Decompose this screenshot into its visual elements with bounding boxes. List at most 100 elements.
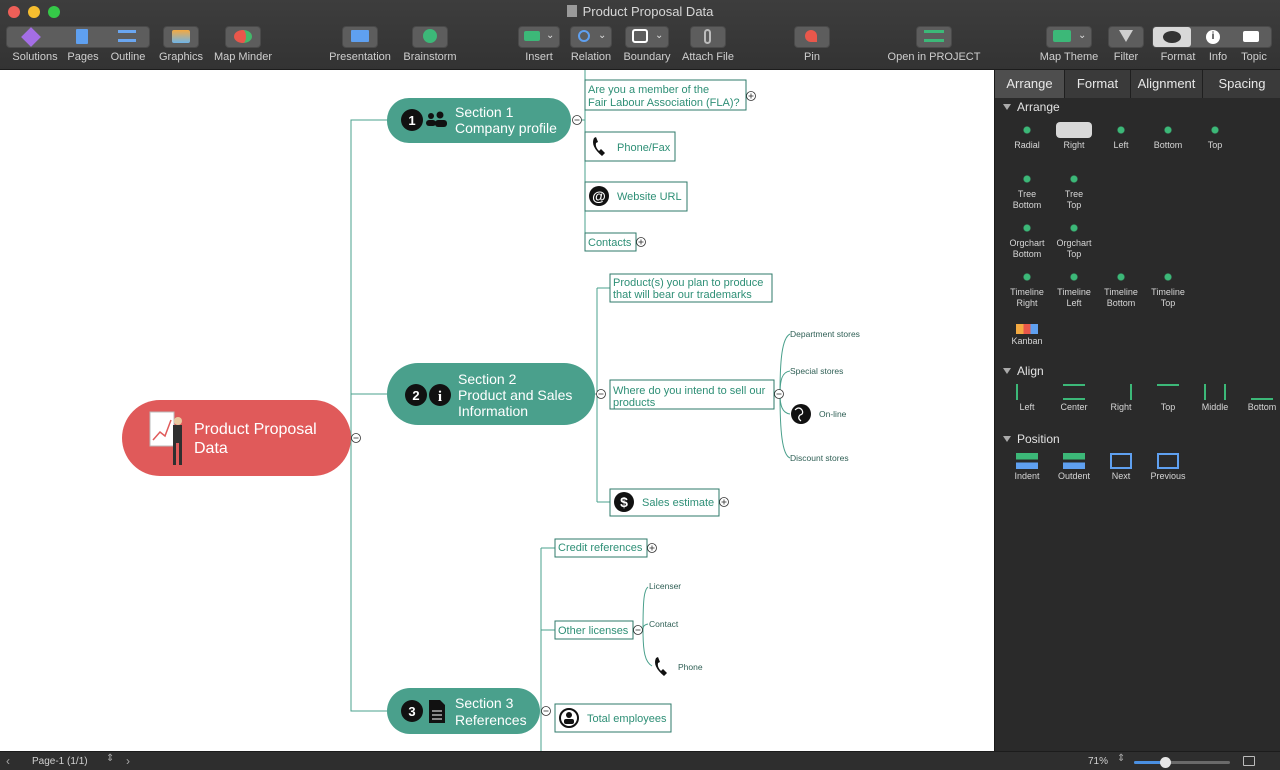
chevron-right-icon[interactable]: › <box>126 754 130 768</box>
info-glyph: i <box>438 389 442 405</box>
arrange-bottom[interactable]: Bottom <box>1144 122 1192 151</box>
phone-topic[interactable]: Phone <box>655 657 703 676</box>
zoom-window-button[interactable] <box>48 6 60 18</box>
graphics-label: Graphics <box>158 51 204 63</box>
outline-button[interactable]: Outline <box>110 51 146 63</box>
fla-topic[interactable]: Are you a member of the Fair Labour Asso… <box>584 79 747 111</box>
align-middle[interactable]: Middle <box>1191 384 1239 413</box>
position-section-header[interactable]: Position <box>1003 432 1060 446</box>
expand-fla-toggle[interactable] <box>746 91 756 101</box>
website-topic[interactable]: @ Website URL <box>584 181 688 212</box>
attach-file-button[interactable] <box>690 26 726 48</box>
zoom-stepper-icon[interactable]: ⇕ <box>1117 753 1126 764</box>
insert-label: Insert <box>525 51 553 63</box>
info-icon[interactable]: i <box>1206 30 1220 44</box>
outdent-label: Outdent <box>1057 471 1091 481</box>
contacts-topic[interactable]: Contacts <box>584 232 637 252</box>
position-next[interactable]: Next <box>1097 453 1145 482</box>
page-stepper-icon[interactable]: ⇕ <box>106 753 115 764</box>
arrange-left[interactable]: Left <box>1097 122 1145 151</box>
online-topic[interactable]: On-line <box>791 404 847 424</box>
collapse-section-1-toggle[interactable] <box>572 115 582 125</box>
expand-contacts-toggle[interactable] <box>636 237 646 247</box>
department-stores-topic[interactable]: Department stores <box>790 329 860 339</box>
align-top[interactable]: Top <box>1144 384 1192 413</box>
insert-topic-icon <box>524 31 540 41</box>
zoom-slider-knob[interactable] <box>1159 757 1171 768</box>
tab-alignment[interactable]: Alignment <box>1131 70 1203 98</box>
solutions-button[interactable]: Solutions <box>12 51 58 63</box>
arrange-right[interactable]: Right <box>1050 122 1098 151</box>
arrange-kanban[interactable]: Kanban <box>1003 320 1051 347</box>
collapse-section-2-toggle[interactable] <box>596 389 606 399</box>
section-2-topic[interactable]: 2 i Section 2 Product and Sales Informat… <box>387 363 595 425</box>
position-previous[interactable]: Previous <box>1144 453 1192 482</box>
pages-icon[interactable] <box>76 29 88 44</box>
zoom-level[interactable]: 71% <box>1088 756 1109 767</box>
indent-label: Indent <box>1014 471 1040 481</box>
align-center[interactable]: Center <box>1050 384 1098 413</box>
section-1-topic[interactable]: 1 Section 1 Company profile <box>387 98 571 143</box>
topic-icon[interactable] <box>1243 31 1259 42</box>
special-stores-topic[interactable]: Special stores <box>790 366 843 376</box>
pin-group: Pin <box>792 24 832 68</box>
arrange-radial[interactable]: Radial <box>1003 122 1051 151</box>
phone-fax-topic[interactable]: Phone/Fax <box>584 131 676 162</box>
other-licenses-topic[interactable]: Other licenses <box>554 620 634 640</box>
collapse-root-toggle[interactable] <box>351 433 361 443</box>
section-3-topic[interactable]: 3 Section 3 References <box>387 688 540 734</box>
next-icon <box>1110 453 1132 469</box>
section-2-subtitle-2: Information <box>458 403 528 419</box>
orgchart-top-label: Orgchart <box>1056 238 1092 248</box>
align-section-header[interactable]: Align <box>1003 364 1044 378</box>
arrange-section-header[interactable]: Arrange <box>1003 100 1060 114</box>
tab-spacing[interactable]: Spacing <box>1203 70 1280 98</box>
collapse-where-toggle[interactable] <box>774 389 784 399</box>
align-bottom[interactable]: Bottom <box>1238 384 1280 413</box>
chevron-down-icon: ⌄ <box>546 30 555 41</box>
total-employees-topic[interactable]: Total employees <box>554 703 672 733</box>
pages-button[interactable]: Pages <box>67 51 99 63</box>
expand-credit-toggle[interactable] <box>647 543 657 553</box>
filter-label: Filter <box>1113 51 1139 63</box>
minimize-window-button[interactable] <box>28 6 40 18</box>
chevron-left-icon[interactable]: ‹ <box>6 754 10 768</box>
tab-arrange[interactable]: Arrange <box>995 70 1065 98</box>
align-left[interactable]: Left <box>1003 384 1051 413</box>
number-3-icon <box>401 700 423 722</box>
close-window-button[interactable] <box>8 6 20 18</box>
position-indent[interactable]: Indent <box>1003 453 1051 482</box>
tab-format[interactable]: Format <box>1065 70 1131 98</box>
zoom-slider-fill <box>1134 761 1165 764</box>
where-to-sell-topic[interactable]: Where do you intend to sell our products <box>609 379 775 410</box>
position-outdent[interactable]: Outdent <box>1050 453 1098 482</box>
zoom-slider[interactable] <box>1134 757 1230 768</box>
credit-references-topic[interactable]: Credit references <box>554 538 648 558</box>
mind-map-canvas[interactable]: Product Proposal Data 1 Section 1 Compan… <box>0 70 994 751</box>
outline-icon[interactable] <box>118 30 136 42</box>
root-topic[interactable]: Product Proposal Data <box>122 400 351 476</box>
collapse-licenses-toggle[interactable] <box>633 625 643 635</box>
products-topic[interactable]: Product(s) you plan to produce that will… <box>609 273 773 303</box>
discount-stores-topic[interactable]: Discount stores <box>790 453 849 463</box>
align-right[interactable]: Right <box>1097 384 1145 413</box>
page-indicator[interactable]: Page-1 (1/1) <box>32 756 88 767</box>
sales-estimate-topic[interactable]: $ Sales estimate <box>609 488 720 517</box>
contact-topic[interactable]: Contact <box>649 619 679 629</box>
align-top-label: Top <box>1160 402 1176 412</box>
open-in-project-label: Open in PROJECT <box>887 51 981 63</box>
expand-sales-toggle[interactable] <box>719 497 729 507</box>
licenser-topic[interactable]: Licenser <box>649 581 681 591</box>
collapse-section-3-toggle[interactable] <box>541 706 551 716</box>
arrange-top[interactable]: Top <box>1191 122 1239 151</box>
align-right-label: Right <box>1110 402 1132 412</box>
fit-page-icon[interactable] <box>1243 756 1255 766</box>
